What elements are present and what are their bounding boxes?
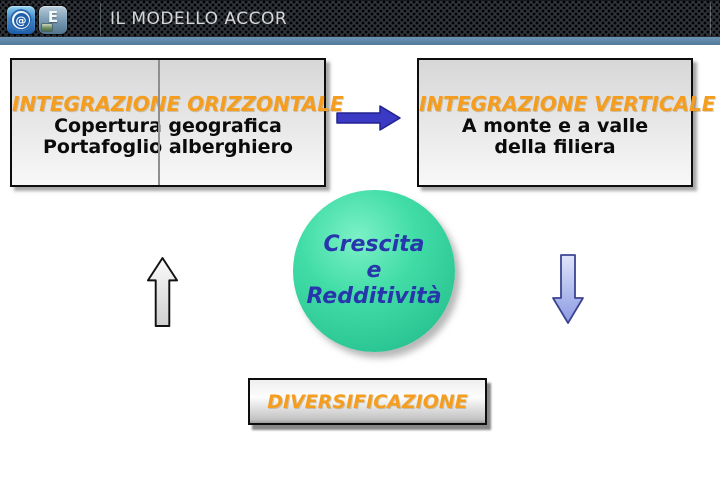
- header-separator-line: [100, 3, 101, 36]
- slide-title: IL MODELLO ACCOR: [110, 9, 288, 29]
- down-arrow-icon: [552, 254, 584, 324]
- slide-header: @ E IL MODELLO ACCOR: [0, 0, 720, 38]
- ellipse-line2: e: [366, 258, 382, 283]
- growth-profitability-ellipse: Crescita e Redditività: [293, 190, 455, 352]
- right-arrow-icon: [336, 105, 401, 131]
- vertical-integration-line2: della filiera: [494, 136, 616, 158]
- e-app-icon: E: [39, 6, 67, 34]
- vertical-integration-title: INTEGRAZIONE VERTICALE: [419, 92, 716, 116]
- up-arrow-icon: [146, 257, 179, 327]
- ellipse-line1: Crescita: [323, 232, 425, 257]
- vertical-integration-line1: A monte e a valle: [461, 115, 649, 137]
- diversification-box: DIVERSIFICAZIONE: [248, 378, 487, 425]
- ellipse-line3: Redditività: [306, 284, 442, 309]
- horizontal-integration-line2: Portafoglio alberghiero: [42, 136, 293, 158]
- horizontal-integration-line1: Copertura geografica: [54, 115, 282, 137]
- landscape-thumbnail-icon: [42, 24, 52, 31]
- header-blue-strip: [0, 37, 720, 45]
- at-ring-icon: @: [10, 9, 32, 31]
- horizontal-integration-box: INTEGRAZIONE ORIZZONTALE Copertura geogr…: [10, 58, 344, 187]
- diversification-label: DIVERSIFICAZIONE: [267, 390, 468, 413]
- at-symbol-icon: @: [13, 12, 29, 28]
- horizontal-integration-title: INTEGRAZIONE ORIZZONTALE: [12, 92, 344, 116]
- vertical-integration-box: INTEGRAZIONE VERTICALE A monte e a valle…: [417, 58, 716, 187]
- e-letter-icon: E: [47, 8, 59, 26]
- box-divider-line: [158, 60, 160, 185]
- emagister-at-logo-icon: @: [7, 6, 35, 34]
- header-right-edge-line: [710, 3, 711, 36]
